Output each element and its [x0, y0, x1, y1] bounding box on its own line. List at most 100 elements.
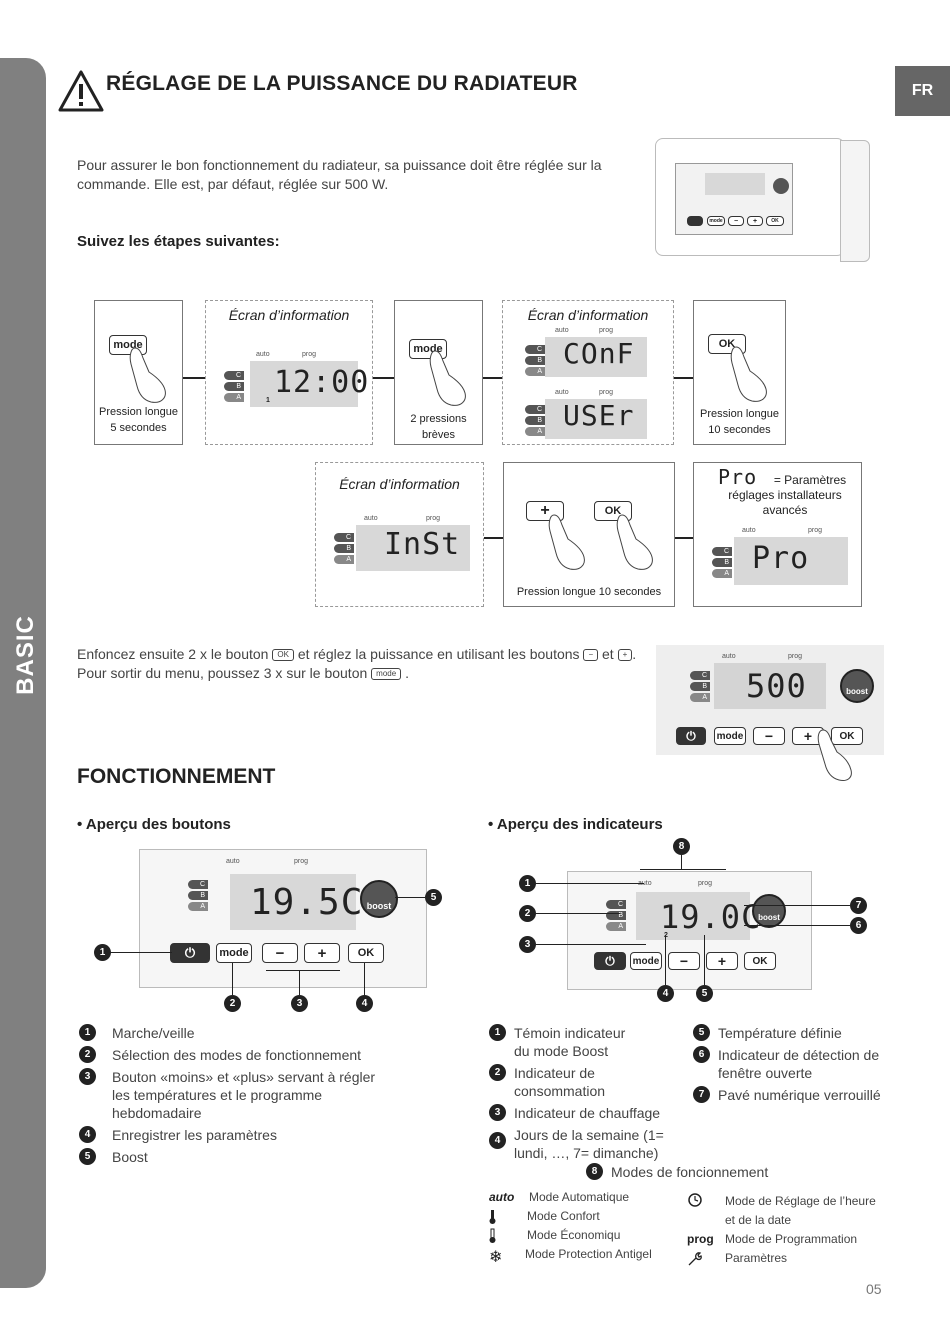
list-item: Paramètres — [687, 1251, 887, 1270]
minus-button[interactable]: − — [668, 952, 700, 970]
boost-button[interactable]: boost — [360, 880, 398, 918]
plus-button[interactable]: + — [304, 943, 340, 963]
lcd-temp: 19.0C — [660, 898, 762, 936]
section-title: FONCTIONNEMENT — [77, 765, 276, 788]
device-illustration: mode − + OK — [655, 138, 870, 263]
sidebar-label: BASIC — [12, 615, 39, 695]
step-ok-long-press: OK Pression longue 10 secondes — [693, 300, 786, 445]
thermometer-low-icon — [489, 1228, 496, 1243]
hand-icon — [730, 346, 767, 402]
hand-icon — [548, 514, 585, 570]
hand-icon — [817, 729, 852, 781]
intro-text: Pour assurer le bon fonctionnement du ra… — [77, 157, 602, 192]
hand-icon — [429, 350, 466, 406]
page-title: RÉGLAGE DE LA PUISSANCE DU RADIATEUR — [106, 72, 578, 95]
callout-3: 3 — [519, 936, 536, 953]
minus-button[interactable]: − — [753, 727, 785, 745]
warning-icon — [58, 70, 104, 112]
step-plus-ok-long-press: + OK Pression longue 10 secondes — [503, 462, 675, 607]
step-mode-long-press: mode Pression longue 5 secondes — [94, 300, 183, 445]
power-instructions: Enfoncez ensuite 2 x le bouton OK et rég… — [77, 646, 637, 681]
modes-list-right: Mode de Réglage de l’heure et de la date… — [687, 1192, 887, 1270]
lcd-pro: Pro — [752, 541, 810, 576]
plus-inline-button: + — [617, 649, 633, 662]
hand-icon — [616, 514, 653, 570]
minus-inline-button: − — [583, 649, 599, 662]
step-mode-short-press: mode 2 pressions brèves — [394, 300, 483, 445]
page-number: 05 — [866, 1281, 882, 1297]
lcd-power: 500 — [746, 667, 807, 705]
thermometer-full-icon — [489, 1210, 496, 1224]
mode-inline-button: mode — [371, 668, 402, 681]
pro-screen: Pro = Paramètres réglages installateurs … — [693, 462, 862, 607]
lcd-inst: InSt — [384, 527, 461, 562]
callout-2: 2 — [519, 905, 536, 922]
callout-4: 4 — [356, 995, 373, 1012]
mode-button[interactable]: mode — [714, 727, 746, 745]
list-item: ❄Mode Protection Antigel — [489, 1247, 652, 1266]
callout-7: 7 — [850, 897, 867, 914]
plus-button[interactable]: + — [706, 952, 738, 970]
callout-6: 6 — [850, 917, 867, 934]
snowflake-icon: ❄ — [489, 1249, 503, 1266]
ok-button[interactable]: OK — [348, 943, 384, 963]
auto-icon: auto — [489, 1190, 515, 1204]
list-item: Mode de Réglage de l’heure et de la date — [687, 1192, 887, 1230]
callout-4: 4 — [657, 985, 674, 1002]
clock-icon — [688, 1193, 702, 1207]
buttons-overview-title: • Aperçu des boutons — [77, 816, 231, 833]
lcd-time: 12:00 — [274, 365, 370, 400]
indicators-panel: auto prog CBA 19.0C 2 boost ⏻ mode − + O… — [567, 871, 812, 990]
pro-label: Pro — [718, 465, 758, 489]
hand-icon — [129, 347, 166, 403]
lcd-user: USEr — [563, 399, 635, 432]
callout-1: 1 — [94, 944, 111, 961]
power-button[interactable]: ⏻ — [170, 943, 210, 963]
power-button[interactable]: ⏻ — [594, 952, 626, 970]
wrench-icon — [688, 1252, 702, 1266]
callout-8: 8 — [673, 838, 690, 855]
callout-3: 3 — [291, 995, 308, 1012]
indicators-overview-title: • Aperçu des indicateurs — [488, 816, 663, 833]
lcd-temp: 19.5C — [250, 882, 364, 923]
boost-button[interactable]: boost — [752, 894, 786, 928]
list-item: Mode Confort — [489, 1209, 679, 1228]
callout-5: 5 — [696, 985, 713, 1002]
sidebar-tab — [0, 58, 46, 1288]
boost-button[interactable]: boost — [840, 669, 874, 703]
prog-icon: prog — [687, 1232, 714, 1246]
lcd-conf: COnF — [563, 337, 635, 370]
ok-button[interactable]: OK — [744, 952, 776, 970]
minus-button[interactable]: − — [262, 943, 298, 963]
mode-button[interactable]: mode — [216, 943, 252, 963]
power-button[interactable]: ⏻ — [676, 727, 706, 745]
callout-5: 5 — [425, 889, 442, 906]
callout-2: 2 — [224, 995, 241, 1012]
steps-title: Suivez les étapes suivantes: — [77, 233, 280, 250]
language-badge: FR — [895, 66, 950, 116]
ok-button[interactable]: OK — [831, 727, 863, 745]
callout-1: 1 — [519, 875, 536, 892]
mode-button[interactable]: mode — [630, 952, 662, 970]
